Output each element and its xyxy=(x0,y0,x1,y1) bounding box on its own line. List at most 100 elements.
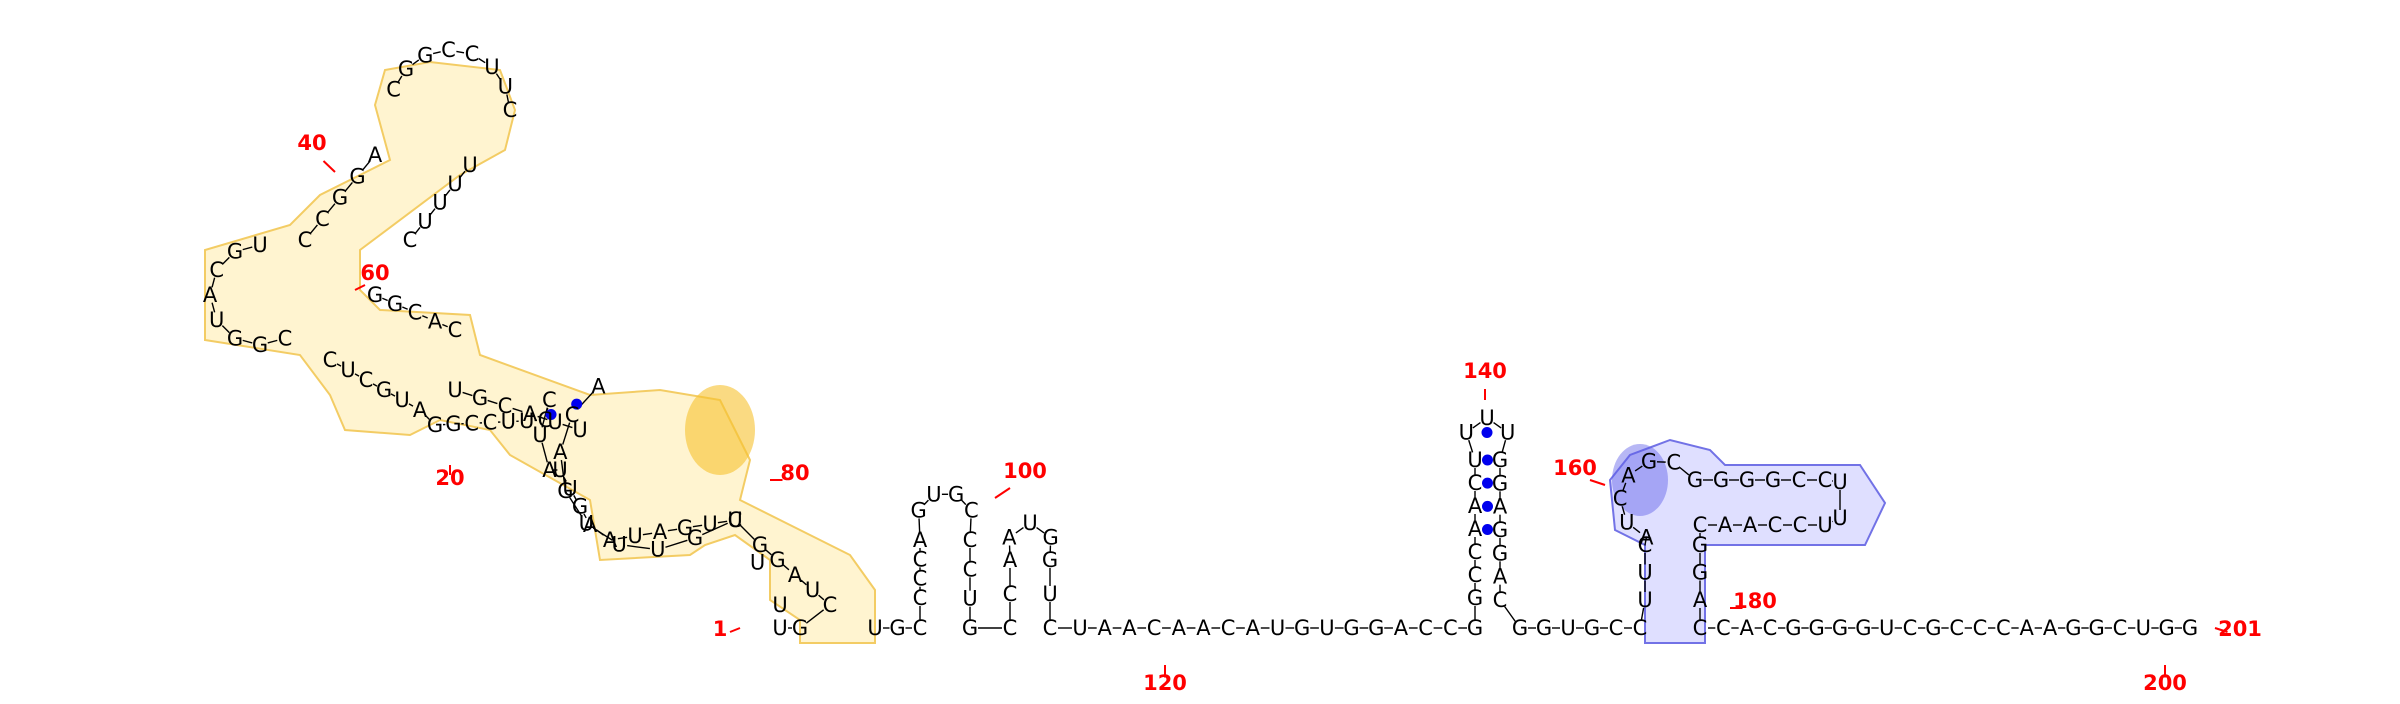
nucleotide: C xyxy=(565,403,580,427)
nucleotide: G xyxy=(1343,616,1359,640)
nucleotide: A xyxy=(368,143,383,167)
nucleotide: C xyxy=(1468,540,1483,564)
backbone-link xyxy=(740,525,755,540)
backbone-link xyxy=(412,59,420,66)
nucleotide: A xyxy=(2043,616,2058,640)
nucleotide: G xyxy=(1042,548,1058,572)
backbone-link xyxy=(478,57,486,64)
backbone-link xyxy=(1621,506,1626,515)
backbone-link xyxy=(923,499,929,506)
backbone-link xyxy=(617,536,628,540)
backbone-link xyxy=(1632,526,1641,534)
position-number: 100 xyxy=(1003,459,1047,483)
nucleotide: C xyxy=(913,567,928,591)
backbone-link xyxy=(800,579,807,586)
backbone-link xyxy=(221,256,230,265)
nucleotide: U xyxy=(805,578,820,602)
nucleotide: G xyxy=(687,526,703,550)
backbone-link xyxy=(642,532,653,536)
backbone-link xyxy=(211,302,216,313)
backbone-link xyxy=(242,246,253,251)
nucleotide: A xyxy=(542,458,557,482)
backbone-link xyxy=(783,564,790,571)
nucleotide: C xyxy=(963,528,978,552)
nucleotide: U xyxy=(926,482,941,506)
backbone-link xyxy=(583,513,587,519)
nucleotide: A xyxy=(1739,616,1754,640)
position-number: 200 xyxy=(2143,671,2187,695)
nucleotide: A xyxy=(788,563,803,587)
nucleotide: C xyxy=(441,38,456,62)
backbone-link xyxy=(1504,606,1516,622)
nucleotide: A xyxy=(1172,616,1187,640)
nucleotide: U xyxy=(532,423,547,447)
base-pairs xyxy=(545,398,1493,535)
nucleotide: A xyxy=(653,520,668,544)
nucleotide: C xyxy=(728,508,743,532)
nucleotide: U xyxy=(702,512,717,536)
backbone-link xyxy=(344,181,353,192)
nucleotide: A xyxy=(1002,525,1017,549)
nucleotide: U xyxy=(772,593,787,617)
nucleotide: G xyxy=(227,326,243,350)
position-number: 80 xyxy=(780,461,809,485)
backbone-link xyxy=(309,224,318,235)
nucleotide: C xyxy=(1666,450,1681,474)
nucleotide: A xyxy=(203,283,218,307)
nucleotide: G xyxy=(1855,616,1871,640)
nucleotide: C xyxy=(1493,588,1508,612)
backbone-link xyxy=(692,524,703,528)
nucleotide: C xyxy=(448,318,463,342)
nucleotide: C xyxy=(1793,513,1808,537)
nucleotide: C xyxy=(538,408,553,432)
nucleotide: A xyxy=(1493,565,1508,589)
backbone-link xyxy=(961,499,967,506)
nucleotide: U xyxy=(1042,582,1057,606)
backbone-link xyxy=(211,277,216,288)
nucleotide: C xyxy=(1468,563,1483,587)
nucleotide: G xyxy=(1467,586,1483,610)
nucleotide: C xyxy=(1638,533,1653,557)
nucleotide: A xyxy=(603,528,618,552)
backbone-link xyxy=(397,75,403,84)
nucleotide: U xyxy=(1459,420,1474,444)
nucleotide: A xyxy=(1468,494,1483,518)
nucleotide: G xyxy=(349,164,365,188)
backbone-link xyxy=(918,518,921,533)
nucleotide: C xyxy=(1903,616,1918,640)
position-number: 180 xyxy=(1733,589,1777,613)
nucleotide: G xyxy=(2089,616,2105,640)
nucleotide: G xyxy=(1692,533,1708,557)
nucleotide: G xyxy=(1467,616,1483,640)
position-number: 160 xyxy=(1553,456,1597,480)
nucleotide: U xyxy=(394,388,409,412)
nucleotide: A xyxy=(1468,517,1483,541)
nucleotide: U xyxy=(547,410,562,434)
nucleotide: A xyxy=(1098,616,1113,640)
nucleotide: C xyxy=(359,368,374,392)
nucleotide: U xyxy=(627,524,642,548)
nucleotide: U xyxy=(519,409,534,433)
nucleotide: U xyxy=(1560,616,1575,640)
backbone-link xyxy=(1015,527,1024,534)
nucleotide: U xyxy=(1619,510,1634,534)
nucleotide: C xyxy=(209,258,224,282)
nucleotide: G xyxy=(1641,450,1657,474)
nucleotide: G xyxy=(769,548,785,572)
backbone-link xyxy=(1640,607,1645,621)
nucleotide: U xyxy=(1500,420,1515,444)
nucleotide: G xyxy=(332,186,348,210)
nucleotide: G xyxy=(387,292,403,316)
base-pair-dot xyxy=(1482,500,1493,512)
backbone-link xyxy=(1472,422,1481,429)
backbone-link xyxy=(459,170,466,178)
nucleotide: A xyxy=(553,440,568,464)
nucleotide: C xyxy=(963,557,978,581)
backbone-link xyxy=(627,544,651,550)
nucleotide: G xyxy=(1809,616,1825,640)
nucleotide: G xyxy=(677,516,693,540)
backbone-link xyxy=(267,339,278,344)
backbone-link xyxy=(327,203,336,214)
nucleotide: C xyxy=(1468,471,1483,495)
